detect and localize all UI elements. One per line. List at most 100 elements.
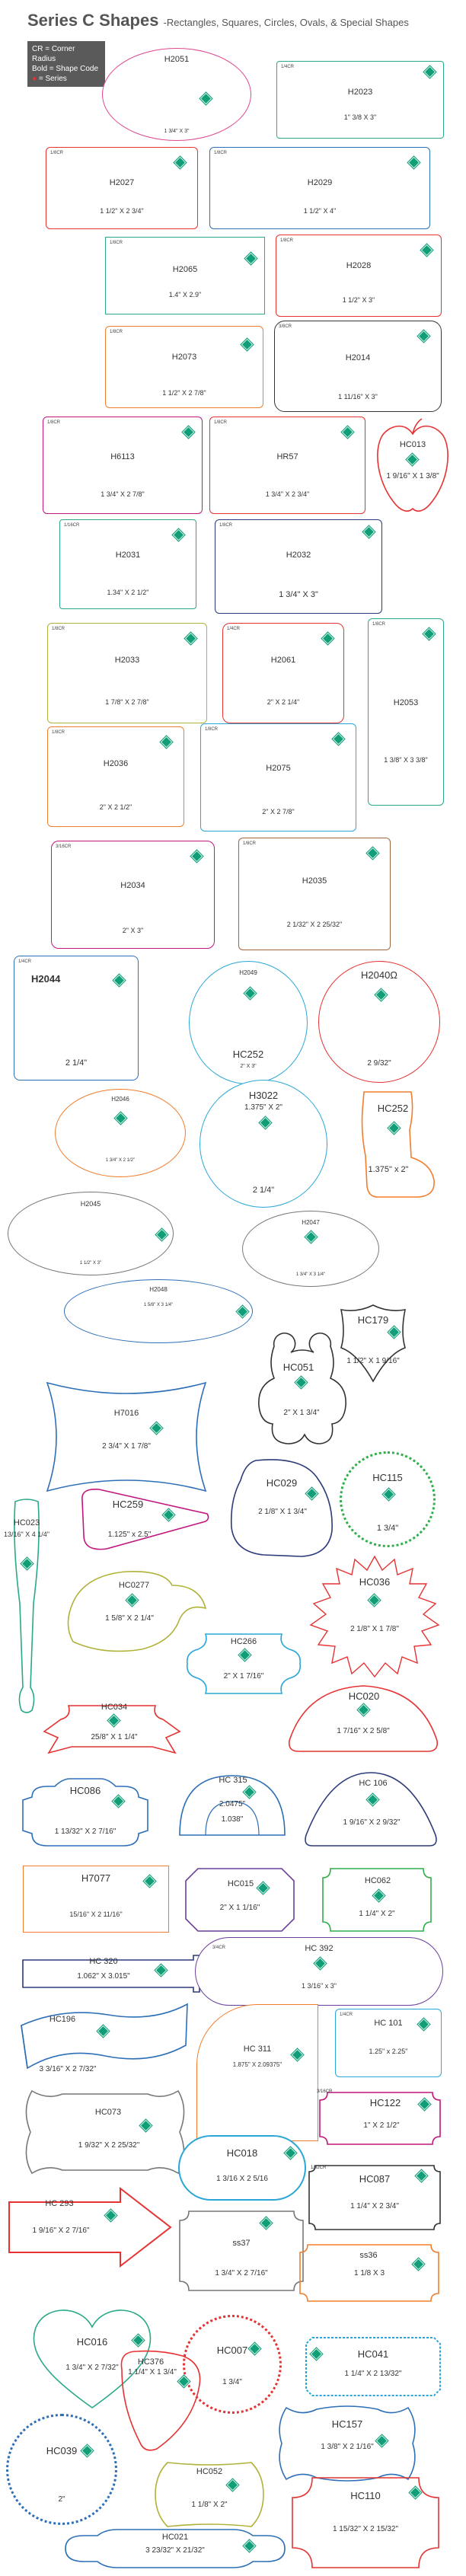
shape-size: 2.0475" [219,1800,246,1808]
shape-h2040[interactable]: H2040Ω 2 9/32" [318,961,440,1083]
shape-hc087[interactable] [306,2163,443,2233]
shape-hc018[interactable]: HC018 1 3/16 X 2 5/16 [178,2135,306,2201]
corner-radius: 1/8CR [110,330,123,334]
shape-hc315[interactable] [175,1771,289,1840]
shape-hc293-arrow[interactable] [6,2185,174,2269]
gem-icon [375,988,388,1001]
shape-code: HC157 [331,2418,363,2430]
shape-hc020[interactable] [283,1681,443,1757]
shape-hc252-boot[interactable] [355,1087,439,1202]
shape-size: 2" X 3" [240,1064,257,1069]
shape-hc266[interactable] [183,1630,305,1698]
shape-h2014[interactable]: 3/8CR H2014 1 11/16" X 3" [274,321,442,412]
shape-h7077[interactable]: H7077 15/16" X 2 11/16" [23,1866,169,1933]
shape-h2065[interactable]: 1/8CR H2065 1.4" X 2.9" [105,237,265,314]
shape-h2047[interactable]: H2047 1 3/4" X 3 1/4" [242,1211,379,1287]
shape-h2053[interactable]: 1/8CR H2053 1 3/8" X 3 3/8" [368,618,444,806]
shape-size: 1 3/4" [222,2378,242,2386]
shape-hc320[interactable] [20,1954,203,1993]
corner-radius: 1/32CR [311,2166,327,2170]
shape-hc021[interactable] [62,2528,288,2569]
shape-code: HC087 [359,2173,391,2185]
shape-h2036[interactable]: 1/8CR H2036 2" X 2 1/2" [47,726,184,827]
shape-hc036-burst[interactable] [305,1553,445,1678]
shape-h2075[interactable]: 1/8CR H2075 2" X 2 7/8" [200,723,356,832]
shape-hc029[interactable] [225,1454,340,1561]
shape-hc259[interactable] [76,1485,213,1553]
shape-hc041[interactable] [303,2335,443,2399]
shape-size: 1 3/4" X 3" [279,590,318,599]
shape-hc086[interactable] [17,1776,154,1852]
shape-size: 2 3/4" X 1 7/8" [102,1442,151,1451]
shape-hc110[interactable] [289,2475,442,2571]
shape-h2051[interactable]: H2051 1 3/4" X 3" [102,48,251,141]
shape-size: 1 3/8" X 3 3/8" [384,756,428,764]
shape-size: 1" 3/8 X 3" [343,113,377,121]
shape-h2032[interactable]: 1/8CR H2032 1 3/4" X 3" [215,519,382,614]
shape-h2061[interactable]: 1/4CR H2061 2" X 2 1/4" [222,623,344,723]
shape-hc016-heart[interactable] [27,2304,157,2411]
shape-hc122[interactable] [317,2089,443,2147]
shape-code: HC039 [46,2445,78,2456]
shape-ss36[interactable] [297,2242,442,2304]
shape-hc052[interactable] [152,2459,267,2530]
corner-radius: 1/8CR [219,523,233,528]
shape-hc013[interactable] [375,417,451,518]
shape-size: 1 3/4" X 2 7/8" [101,490,145,498]
corner-radius: 1/8CR [52,730,65,735]
shape-ss37[interactable] [177,2208,306,2294]
shape-size: 1 1/8" X 2" [191,2501,228,2509]
shape-code: H2032 [286,551,311,560]
shape-h2023[interactable]: 1/4CR H2023 1" 3/8 X 3" [276,61,444,139]
shape-h2049[interactable]: H2049 HC252 2" X 3" [189,961,308,1084]
shape-hc196-flag[interactable] [17,2000,192,2083]
shape-h2029[interactable]: 1/8CR H2029 1 1/2" X 4" [209,147,430,229]
shape-h2028[interactable]: 1/8CR H2028 1 1/2" X 3" [276,235,442,317]
shape-h2044[interactable]: 1/4CR H2044 2 1/4" [14,956,139,1081]
shape-hc015[interactable] [183,1866,297,1934]
shape-h2035[interactable]: 1/8CR H2035 2 1/32" X 2 25/32" [238,838,391,950]
shape-code-2: HC252 [232,1049,264,1060]
gem-icon [172,528,185,541]
shape-h2048[interactable]: H2048 1 5/8" X 3 1/4" [64,1279,253,1343]
shape-hc073[interactable] [17,2086,193,2178]
shape-h2073[interactable]: 1/8CR H2073 1 1/2" X 2 7/8" [105,326,263,408]
shape-hc106[interactable] [300,1768,442,1852]
shape-hc007[interactable]: HC007 1 3/4" [183,2315,282,2414]
shape-size: 1 5/8" X 2 1/4" [105,1614,154,1623]
corner-radius: 1/8CR [214,420,228,425]
shape-hc179[interactable] [335,1302,411,1386]
shape-h3022[interactable]: H3022 1.375" X 2" 2 1/4" [199,1080,327,1208]
shape-hc392[interactable]: 3/4CR HC 392 1 3/16" x 3" [195,1937,443,2006]
shape-hc027[interactable] [58,1566,210,1657]
shape-code: H2049 [239,969,257,976]
shape-h2034[interactable]: 3/16CR H2034 2" X 3" [51,841,215,949]
shape-code: H2046 [111,1096,129,1103]
shape-hc062[interactable] [320,1866,434,1934]
shape-hc051-bear[interactable] [251,1333,353,1447]
shape-h2033[interactable]: 1/8CR H2033 1 7/8" X 2 7/8" [47,623,207,723]
shape-hc039[interactable]: HC039 2" [6,2414,117,2525]
shape-hc034-banner[interactable] [38,1698,186,1759]
shape-hr57[interactable]: 1/8CR HR57 1 3/4" X 2 3/4" [209,417,365,514]
shape-code: ss37 [232,2239,251,2248]
shape-hc023-bat[interactable] [8,1497,46,1718]
shape-h7016[interactable] [43,1377,210,1497]
shape-hc311[interactable]: HC 311 1.875" X 2.09375" [196,2004,318,2141]
shape-h2045[interactable]: H2045 1 1/2" X 3" [8,1192,174,1275]
shape-hc157[interactable] [271,2402,423,2485]
shape-h2031[interactable]: 1/16CR H2031 1.34" X 2 1/2" [59,519,196,609]
gem-icon [332,733,345,745]
shape-hc115[interactable]: HC115 1 3/4" [340,1451,436,1547]
corner-radius: 1/4CR [340,2013,353,2017]
shape-size: 2" X 3" [122,927,144,934]
shape-h6113[interactable]: 1/8CR H6113 1 3/4" X 2 7/8" [43,417,203,514]
shape-code: HC016 [76,2336,108,2348]
shape-code: HC 320 [89,1957,118,1966]
shape-code: H2036 [103,759,129,768]
shape-h2046[interactable]: H2046 1 3/4" X 2 1/2" [55,1089,186,1177]
shape-hc101[interactable]: 1/4CR HC 101 1.25" x 2.25" [335,2009,442,2077]
shape-size: 13/16" X 4 1/4" [4,1531,49,1538]
shape-h2027[interactable]: 1/8CR H2027 1 1/2" X 2 3/4" [46,147,198,229]
shape-hc376-teardrop[interactable] [114,2347,206,2453]
